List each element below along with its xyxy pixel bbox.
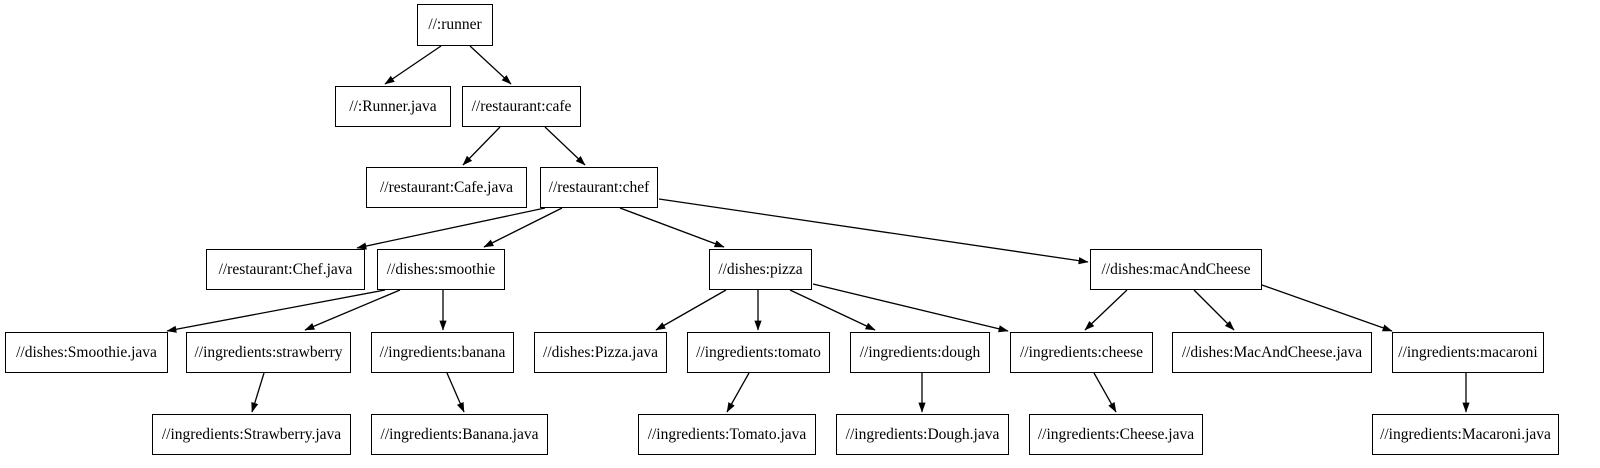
graph-node-pizza_java[interactable]: //dishes:Pizza.java xyxy=(534,332,667,373)
graph-node-label: //ingredients:strawberry xyxy=(194,343,343,361)
graph-node-label: //restaurant:cafe xyxy=(471,97,572,115)
graph-node-label: //ingredients:macaroni xyxy=(1398,343,1538,361)
graph-node-label: //ingredients:Strawberry.java xyxy=(161,425,342,443)
graph-node-label: //dishes:pizza xyxy=(718,260,803,278)
graph-node-chef_java[interactable]: //restaurant:Chef.java xyxy=(206,249,365,290)
graph-node-cheese_java[interactable]: //ingredients:Cheese.java xyxy=(1029,414,1203,455)
graph-node-dishes_macandchs[interactable]: //dishes:macAndCheese xyxy=(1090,249,1262,290)
graph-node-dough_java[interactable]: //ingredients:Dough.java xyxy=(836,414,1009,455)
graph-node-dishes_smoothie[interactable]: //dishes:smoothie xyxy=(377,249,505,290)
graph-node-label: //dishes:smoothie xyxy=(386,260,496,278)
graph-node-label: //ingredients:Macaroni.java xyxy=(1380,425,1551,443)
graph-node-label: //dishes:macAndCheese xyxy=(1101,260,1251,278)
graph-node-ing_cheese[interactable]: //ingredients:cheese xyxy=(1010,332,1153,373)
graph-node-smoothie_java[interactable]: //dishes:Smoothie.java xyxy=(5,332,168,373)
graph-node-ing_strawberry[interactable]: //ingredients:strawberry xyxy=(186,332,351,373)
graph-node-label: //:Runner.java xyxy=(349,97,437,115)
graph-node-macandcheese_java[interactable]: //dishes:MacAndCheese.java xyxy=(1172,332,1372,373)
graph-node-label: //restaurant:Chef.java xyxy=(218,260,353,278)
graph-node-label: //restaurant:chef xyxy=(548,178,650,196)
graph-node-ing_tomato[interactable]: //ingredients:tomato xyxy=(687,332,830,373)
graph-node-cafe_java[interactable]: //restaurant:Cafe.java xyxy=(366,167,527,208)
graph-node-restaurant_chef[interactable]: //restaurant:chef xyxy=(540,167,658,208)
graph-node-dishes_pizza[interactable]: //dishes:pizza xyxy=(709,249,812,290)
graph-node-restaurant_cafe[interactable]: //restaurant:cafe xyxy=(462,86,581,127)
graph-node-label: //ingredients:banana xyxy=(379,343,506,361)
graph-node-label: //ingredients:Banana.java xyxy=(380,425,539,443)
graph-node-ing_macaroni[interactable]: //ingredients:macaroni xyxy=(1392,332,1544,373)
graph-node-label: //ingredients:cheese xyxy=(1019,343,1144,361)
graph-node-tomato_java[interactable]: //ingredients:Tomato.java xyxy=(638,414,816,455)
graph-node-label: //:runner xyxy=(428,16,482,34)
graph-node-ing_banana[interactable]: //ingredients:banana xyxy=(371,332,514,373)
graph-node-label: //dishes:MacAndCheese.java xyxy=(1181,343,1363,361)
graph-node-label: //dishes:Smoothie.java xyxy=(16,343,157,361)
graph-node-label: //ingredients:dough xyxy=(859,343,981,361)
graph-node-label: //restaurant:Cafe.java xyxy=(380,178,513,196)
graph-node-strawberry_java[interactable]: //ingredients:Strawberry.java xyxy=(152,414,351,455)
graph-node-macaroni_java[interactable]: //ingredients:Macaroni.java xyxy=(1372,414,1559,455)
graph-node-label: //ingredients:Dough.java xyxy=(845,425,1000,443)
graph-node-label: //ingredients:tomato xyxy=(696,343,821,361)
graph-node-banana_java[interactable]: //ingredients:Banana.java xyxy=(371,414,548,455)
graph-node-runner[interactable]: //:runner xyxy=(417,4,493,46)
graph-node-label: //dishes:Pizza.java xyxy=(543,343,658,361)
graph-node-ing_dough[interactable]: //ingredients:dough xyxy=(850,332,990,373)
graph-node-label: //ingredients:Tomato.java xyxy=(647,425,807,443)
graph-node-label: //ingredients:Cheese.java xyxy=(1037,425,1195,443)
graph-node-runner_java[interactable]: //:Runner.java xyxy=(335,86,451,127)
